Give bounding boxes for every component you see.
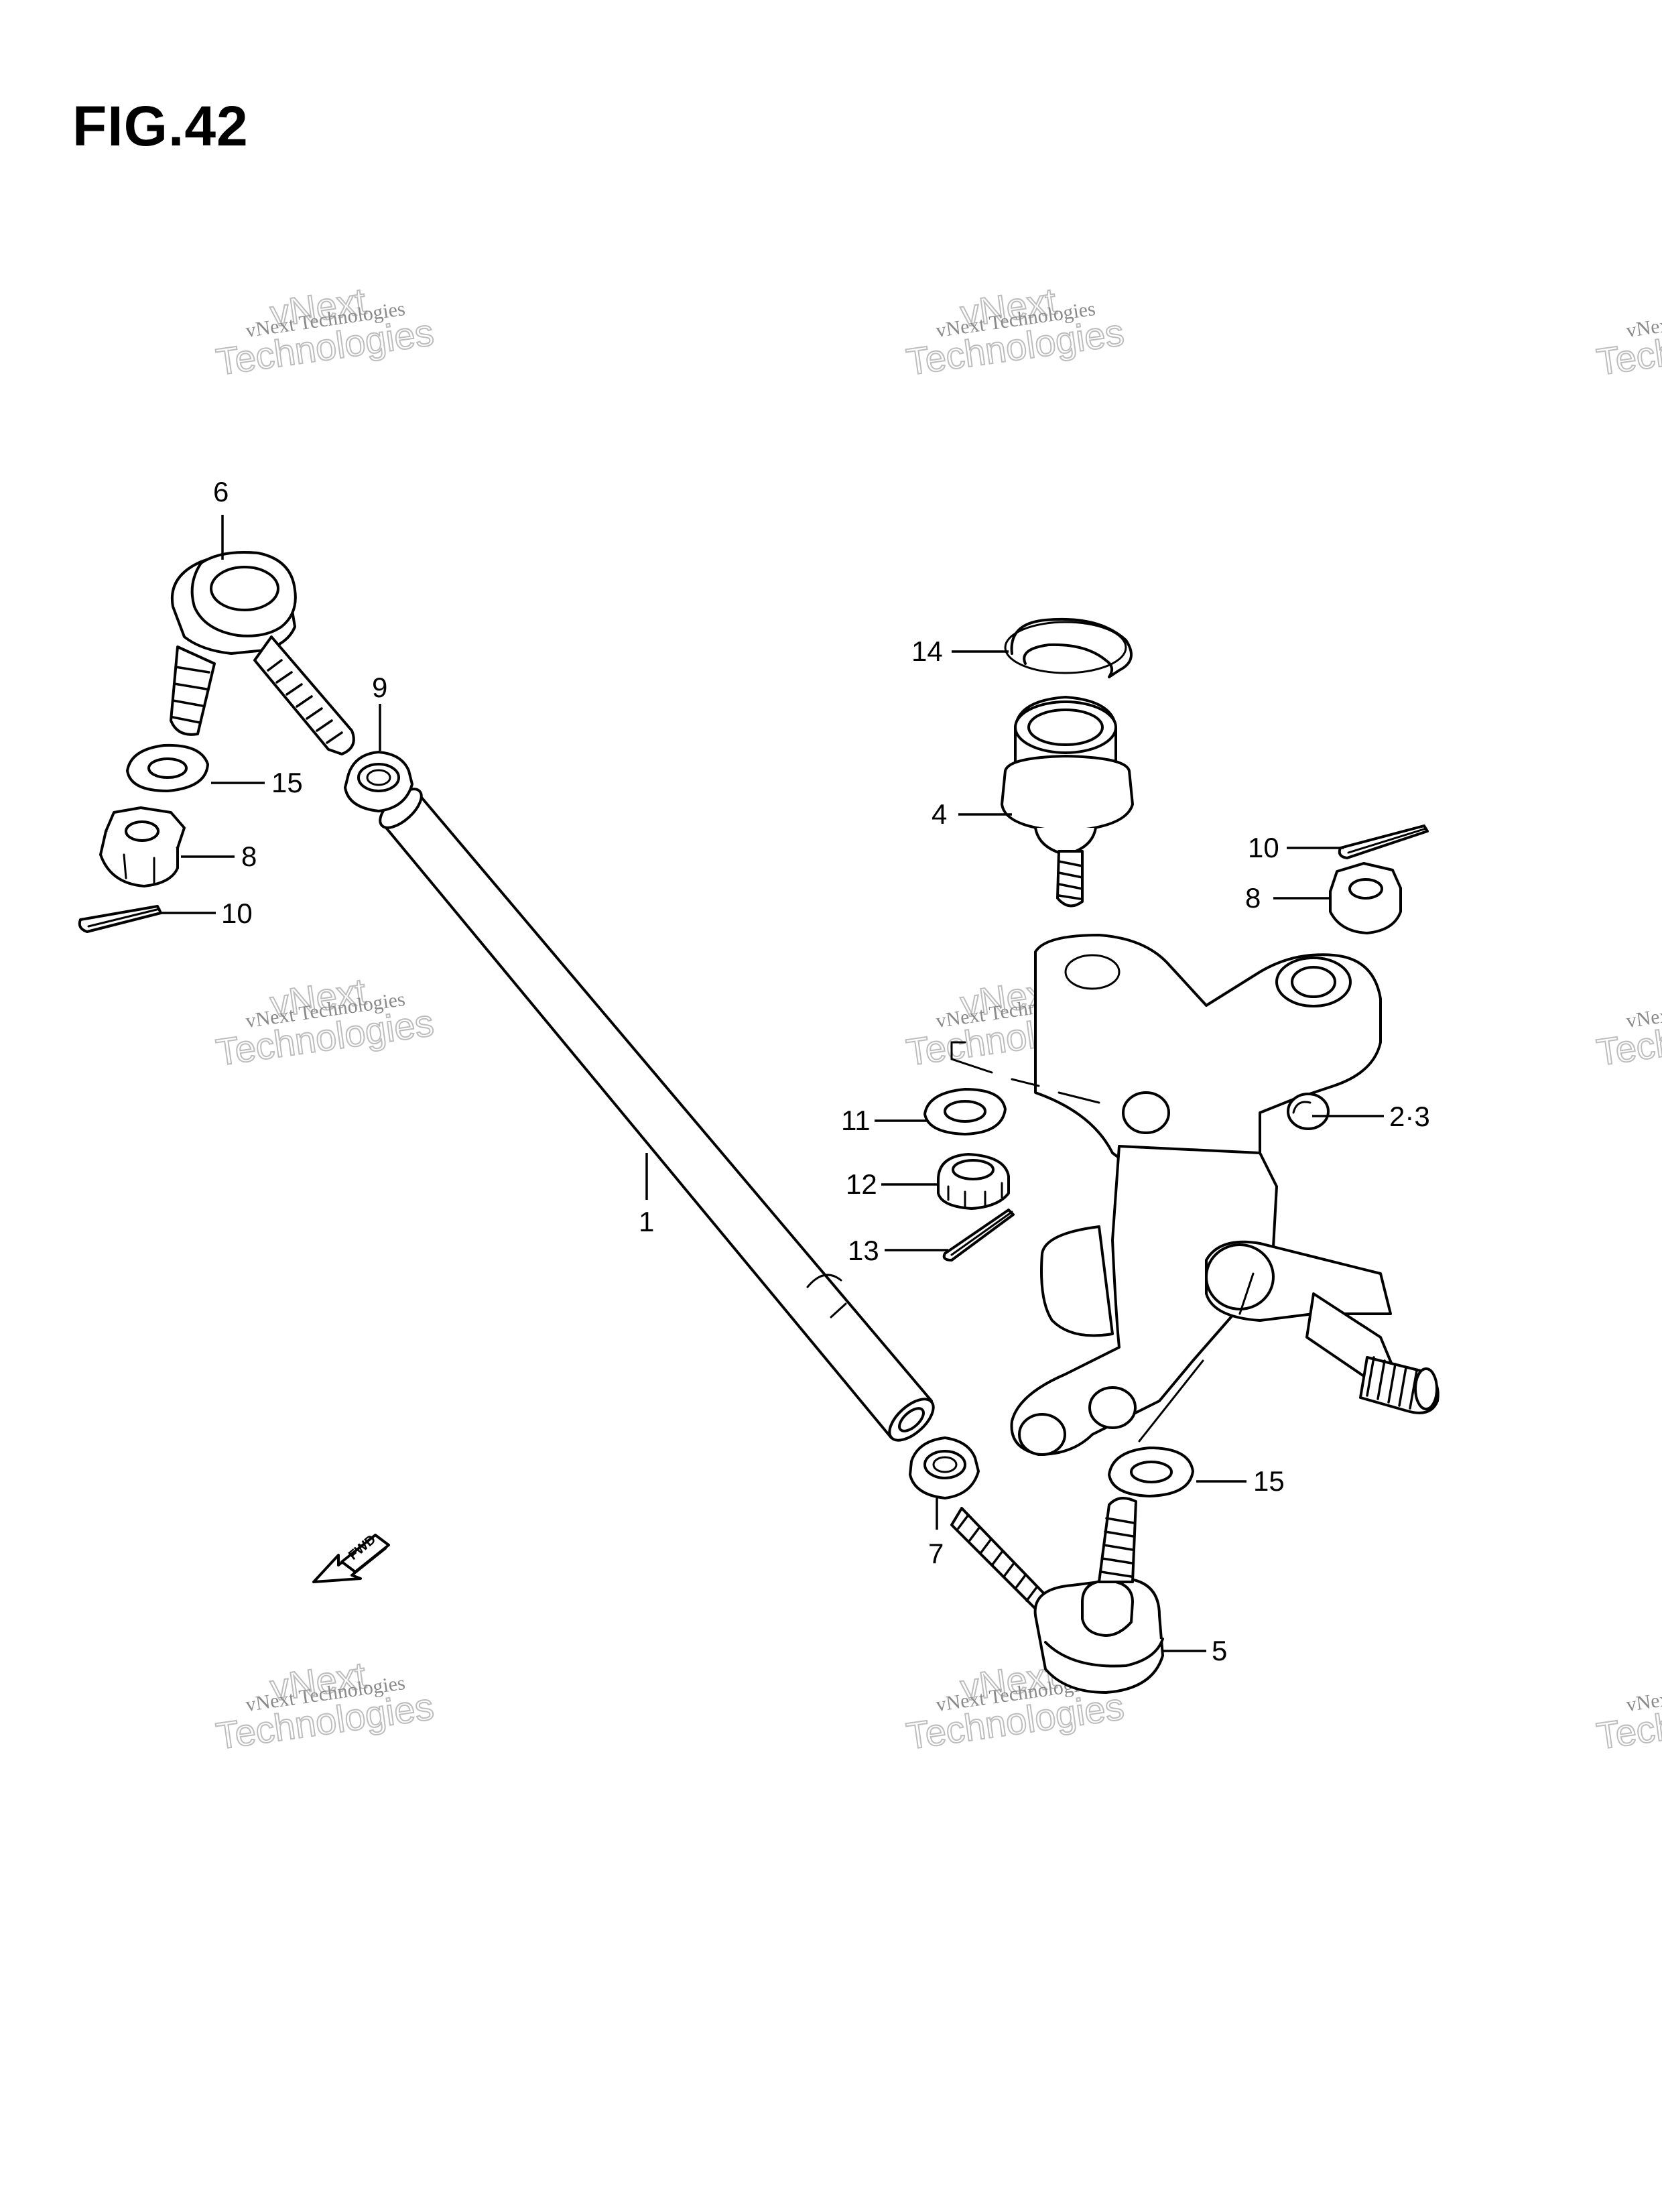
- callout-12: 12: [846, 1168, 877, 1200]
- callout-8-upper: 8: [241, 841, 257, 872]
- figure-title: FIG.42: [72, 95, 249, 158]
- nut-upper-left: [99, 806, 186, 887]
- washer-upper-left: [126, 743, 209, 792]
- watermark-top-center: Technologies vNext vNext Technologies: [903, 279, 1127, 383]
- callout-13: 13: [848, 1235, 879, 1266]
- lock-nut-lower: [909, 1436, 980, 1499]
- circlip: [1004, 617, 1133, 678]
- svg-text:vNext Technologies: vNext Technologies: [1625, 988, 1662, 1032]
- callout-9: 9: [372, 672, 387, 703]
- callout-15-lower: 15: [1253, 1465, 1285, 1497]
- callout-6: 6: [213, 476, 229, 507]
- svg-text:vNext Technologies: vNext Technologies: [1625, 298, 1662, 342]
- steering-knuckle: [1010, 934, 1440, 1456]
- watermark-mid-left: Technologies vNext vNext Technologies: [212, 969, 436, 1074]
- cotter-pin-13: [942, 1209, 1015, 1262]
- watermark-top-left: Technologies vNext vNext Technologies: [212, 279, 436, 383]
- washer-lower-right: [1108, 1447, 1194, 1497]
- castle-nut: [937, 1153, 1010, 1210]
- cotter-pin-right: [1338, 824, 1429, 859]
- callout-4: 4: [932, 798, 947, 830]
- tie-rod-end-lower: [950, 1497, 1164, 1694]
- callout-11: 11: [841, 1105, 871, 1136]
- washer-11: [923, 1088, 1007, 1135]
- watermark-bottom-left: Technologies vNext vNext Technologies: [212, 1653, 436, 1758]
- callout-leaders: [161, 515, 1384, 1652]
- callout-10-right: 10: [1248, 832, 1279, 863]
- nut-right: [1329, 862, 1402, 934]
- watermark-bottom-right: Technologies vNext Technologies: [1593, 1672, 1662, 1758]
- callout-1: 1: [639, 1206, 654, 1237]
- callout-8-right: 8: [1245, 882, 1261, 914]
- callout-15-upper: 15: [271, 767, 303, 798]
- watermark-mid-right: Technologies vNext Technologies: [1593, 988, 1662, 1074]
- ball-joint: [1001, 696, 1134, 908]
- tie-rod-tube: [379, 788, 935, 1442]
- tie-rod-end-upper: [170, 551, 355, 755]
- install-leader: [950, 1041, 1100, 1104]
- callout-2-3: 2·3: [1389, 1101, 1430, 1132]
- callout-labels: 6 9 15 8 10 1 14 4 10 8 2·3 11 12 13 15 …: [213, 476, 1430, 1666]
- callout-10-upper: 10: [221, 898, 253, 929]
- callout-7: 7: [928, 1538, 944, 1569]
- watermark-top-right: Technologies vNext Technologies: [1593, 298, 1662, 383]
- svg-text:vNext Technologies: vNext Technologies: [1625, 1672, 1662, 1716]
- watermarks: Technologies vNext vNext Technologies Te…: [212, 279, 1662, 1758]
- lock-nut-upper: [344, 751, 413, 812]
- callout-14: 14: [911, 635, 943, 667]
- fwd-direction-badge: FWD: [312, 1532, 390, 1583]
- cotter-pin-upper-left: [78, 905, 162, 933]
- callout-5: 5: [1212, 1635, 1227, 1666]
